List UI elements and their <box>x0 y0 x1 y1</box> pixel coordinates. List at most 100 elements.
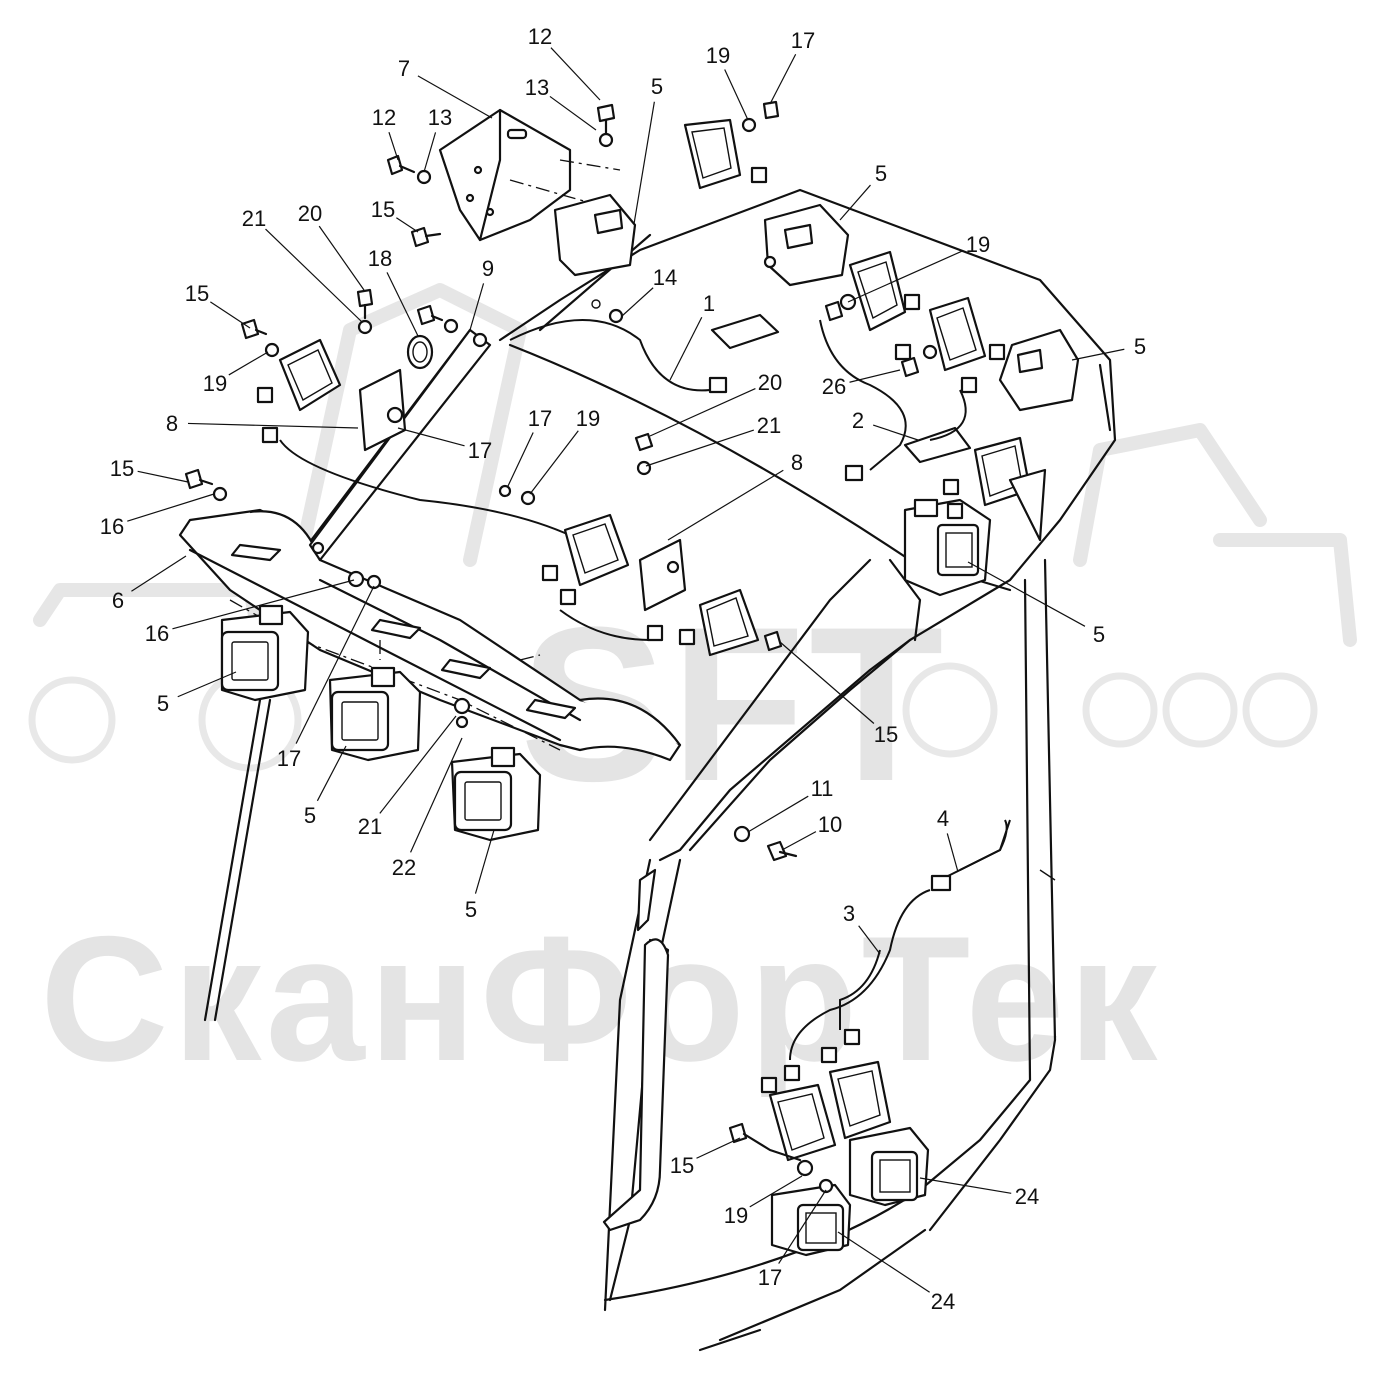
callout-16: 16 <box>145 621 169 646</box>
callout-13: 13 <box>428 105 452 130</box>
leader-line <box>417 75 493 119</box>
work-lamp-5-side <box>903 498 992 597</box>
leader-line <box>379 715 457 814</box>
callout-24: 24 <box>931 1289 955 1314</box>
leader-line <box>946 833 959 873</box>
callout-5: 5 <box>1093 622 1105 647</box>
leader-line <box>649 388 756 437</box>
callout-16: 16 <box>100 514 124 539</box>
callout-leaders <box>127 47 1125 1293</box>
leader-line <box>696 1137 741 1159</box>
leader-line <box>127 493 215 522</box>
leader-line <box>779 641 875 724</box>
leader-line <box>621 287 654 317</box>
watermark: SFT СканФорТек <box>28 283 1357 1098</box>
callout-12: 12 <box>528 24 552 49</box>
watermark-company-name: СканФорТек <box>40 899 1161 1098</box>
leader-line <box>550 47 601 101</box>
callout-18: 18 <box>368 246 392 271</box>
leader-line <box>187 422 359 429</box>
leader-line <box>469 283 485 331</box>
leader-line <box>919 1177 1012 1194</box>
lamp-mounts <box>256 118 1047 1162</box>
callout-10: 10 <box>818 812 842 837</box>
fasteners <box>184 100 938 1194</box>
callout-24: 24 <box>1015 1184 1039 1209</box>
leader-line <box>747 795 809 833</box>
callout-14: 14 <box>653 265 677 290</box>
callout-5: 5 <box>465 897 477 922</box>
callout-5: 5 <box>875 161 887 186</box>
callout-17: 17 <box>468 438 492 463</box>
wiring-harness <box>279 319 1011 1061</box>
work-lamp-5-front-1 <box>220 604 310 702</box>
leader-line <box>265 228 363 323</box>
callout-15: 15 <box>371 197 395 222</box>
beam-9 <box>308 328 492 562</box>
leader-line <box>669 317 703 381</box>
callout-21: 21 <box>358 814 382 839</box>
work-lamp-5-rear-center <box>763 203 850 287</box>
callout-19: 19 <box>203 371 227 396</box>
leader-line <box>781 831 817 851</box>
leader-line <box>839 184 871 221</box>
leader-line <box>410 737 463 853</box>
cab-frame <box>203 188 1117 1352</box>
callout-20: 20 <box>298 201 322 226</box>
callout-17: 17 <box>528 406 552 431</box>
leader-line <box>172 579 355 630</box>
leader-line <box>386 272 419 337</box>
callout-2: 2 <box>852 408 864 433</box>
callout-6: 6 <box>112 588 124 613</box>
leader-line <box>749 1175 803 1208</box>
callout-21: 21 <box>242 206 266 231</box>
leader-line <box>858 925 881 955</box>
leader-line <box>295 585 375 744</box>
leader-line <box>549 95 597 131</box>
work-lamp-5-front-3 <box>450 746 542 842</box>
callout-12: 12 <box>372 105 396 130</box>
leader-line <box>507 432 534 487</box>
callout-4: 4 <box>937 806 949 831</box>
bracket-7 <box>438 108 621 242</box>
leader-line <box>177 671 237 698</box>
callout-26: 26 <box>822 374 846 399</box>
callout-8: 8 <box>166 411 178 436</box>
callout-17: 17 <box>758 1265 782 1290</box>
callout-9: 9 <box>482 256 494 281</box>
leader-line <box>667 469 784 541</box>
callout-5: 5 <box>1134 334 1146 359</box>
leader-line <box>847 249 964 303</box>
leader-line <box>388 132 399 161</box>
leader-line <box>778 1189 827 1264</box>
callout-8: 8 <box>791 450 803 475</box>
callout-15: 15 <box>110 456 134 481</box>
leader-line <box>474 829 495 894</box>
callout-20: 20 <box>758 370 782 395</box>
leader-line <box>769 53 797 105</box>
leader-line <box>645 429 755 467</box>
leader-line <box>837 1231 930 1293</box>
plates-8 <box>358 313 972 612</box>
leader-line <box>396 217 419 233</box>
callout-22: 22 <box>392 855 416 880</box>
callout-15: 15 <box>670 1153 694 1178</box>
work-lamp-24-upper <box>848 1126 930 1207</box>
leader-line <box>131 555 187 592</box>
callout-3: 3 <box>843 901 855 926</box>
watermark-logo-right <box>902 423 1357 758</box>
leader-line <box>967 561 1086 627</box>
callout-15: 15 <box>185 281 209 306</box>
callout-1: 1 <box>703 291 715 316</box>
leader-line <box>318 225 365 291</box>
callout-19: 19 <box>966 232 990 257</box>
callout-17: 17 <box>791 28 815 53</box>
leader-line <box>316 745 347 802</box>
leader-line <box>397 427 465 447</box>
leader-line <box>633 101 655 225</box>
callout-11: 11 <box>811 776 834 801</box>
callout-13: 13 <box>525 75 549 100</box>
callout-19: 19 <box>706 43 730 68</box>
